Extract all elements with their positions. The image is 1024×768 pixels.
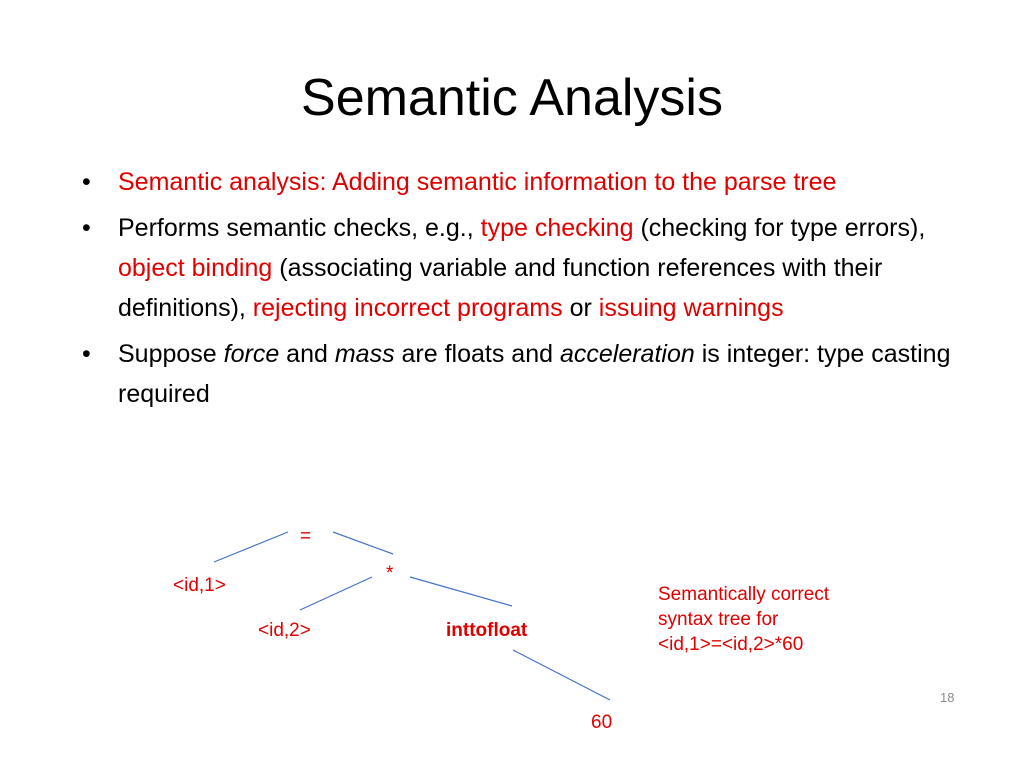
- tree-edge-mul-id2: [299, 576, 373, 611]
- bullet-icon: •: [82, 168, 91, 196]
- caption-line: Semantically correct: [658, 584, 830, 605]
- tree-edge-cast-num: [512, 649, 611, 701]
- bullet-text-segment: object binding: [118, 254, 273, 282]
- tree-node-id2: <id,2>: [258, 620, 311, 641]
- bullet-item: • Performs semantic checks, e.g., type c…: [82, 208, 982, 328]
- tree-caption: Semantically correct syntax tree for <id…: [658, 582, 918, 657]
- bullet-text-segment: acceleration: [559, 340, 695, 368]
- bullet-icon: •: [82, 340, 91, 368]
- bullet-text-segment: mass: [334, 340, 395, 368]
- bullet-item: • Semantic analysis: Adding semantic inf…: [82, 162, 982, 202]
- tree-node-inttofloat: inttofloat: [446, 620, 528, 641]
- bullet-text-segment: and: [279, 340, 335, 368]
- bullet-text-segment: rejecting incorrect programs: [252, 294, 563, 322]
- tree-node-assign: =: [300, 526, 312, 547]
- bullet-text-segment: force: [223, 340, 280, 368]
- caption-line: syntax tree for: [658, 609, 779, 630]
- bullet-text-segment: are floats and: [394, 340, 560, 368]
- caption-line: <id,1>=<id,2>*60: [658, 634, 804, 655]
- bullet-item: • Suppose force and mass are floats and …: [82, 334, 982, 414]
- bullet-text-segment: issuing warnings: [598, 294, 784, 322]
- bullet-text-segment: type checking: [480, 214, 634, 242]
- tree-node-number: 60: [591, 712, 613, 733]
- bullet-text-segment: is integer: type casting required: [118, 340, 951, 408]
- bullet-text-segment: (checking for type errors),: [633, 214, 926, 242]
- slide-title: Semantic Analysis: [301, 69, 723, 127]
- tree-edge-assign-mul: [332, 531, 394, 555]
- bullet-text-segment: Semantic analysis: Adding semantic infor…: [118, 168, 837, 196]
- tree-edge-mul-cast: [409, 576, 513, 607]
- bullet-text-segment: (associating variable and function refer…: [118, 254, 883, 322]
- bullet-list: • Semantic analysis: Adding semantic inf…: [82, 162, 982, 420]
- bullet-text-segment: Performs semantic checks, e.g.,: [118, 214, 481, 242]
- bullet-icon: •: [82, 214, 91, 242]
- bullet-text-segment: Suppose: [118, 340, 224, 368]
- bullet-text-segment: or: [562, 294, 599, 322]
- slide-number: 18: [940, 690, 955, 705]
- tree-node-multiply: *: [386, 563, 394, 584]
- tree-node-id1: <id,1>: [173, 575, 226, 596]
- tree-edge-assign-id1: [213, 531, 289, 563]
